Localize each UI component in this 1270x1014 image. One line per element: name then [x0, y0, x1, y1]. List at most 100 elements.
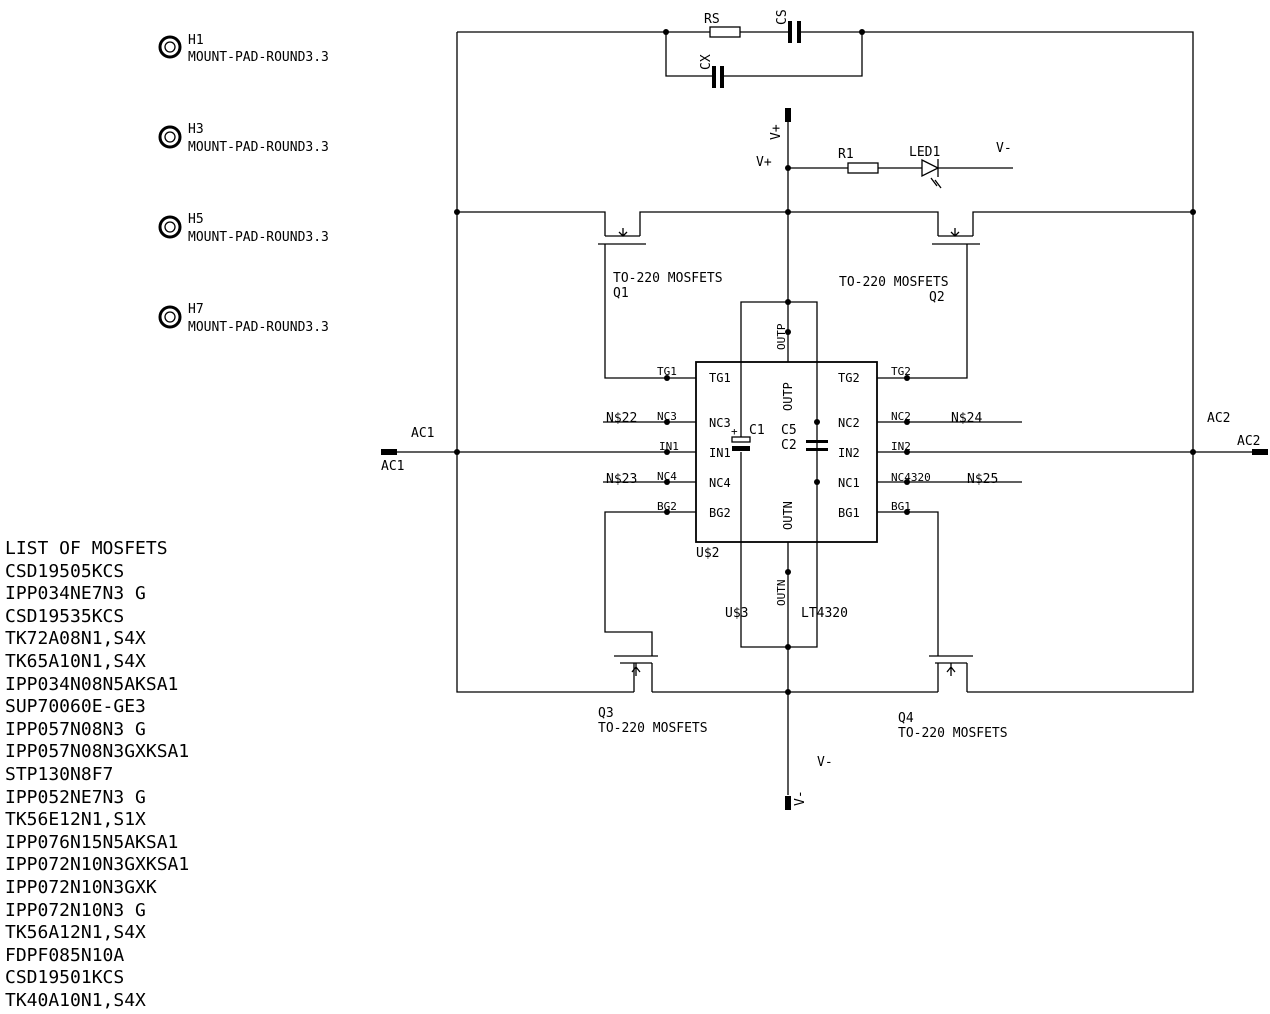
capacitor-cs-plate-b	[797, 21, 801, 43]
junction	[663, 29, 669, 35]
junction	[785, 329, 791, 335]
junction	[785, 644, 791, 650]
vminus-pin-label: V-	[793, 790, 808, 806]
mosfet-q1[interactable]: TO-220 MOSFETS Q1	[598, 228, 723, 379]
mosfet-list-item: FDPF085N10A	[5, 944, 125, 966]
net-label-ac1: AC1	[411, 426, 434, 441]
power-vminus[interactable]: V- V-	[785, 755, 833, 810]
junction	[904, 419, 910, 425]
junction	[785, 209, 791, 215]
mosfet-list-item: TK72A08N1,S4X	[5, 628, 146, 650]
mount-pad-h5-ref: H5	[188, 212, 204, 227]
mosfet-list-item: IPP072N10N3 G	[5, 899, 146, 921]
ic-pin-outn: OUTN	[781, 501, 795, 530]
vminus-pin-pad	[785, 796, 791, 810]
ic-outer-tg2: TG2	[891, 365, 911, 378]
snubber-network: RS CS CX	[663, 9, 865, 88]
q3-name: Q3	[598, 706, 614, 721]
ic-pin-in1: IN1	[709, 446, 731, 460]
mount-pad-h3-hole	[164, 131, 176, 143]
ic-outer-in1: IN1	[659, 440, 679, 453]
q4-gate-wire	[877, 511, 939, 656]
mount-pad-h3[interactable]: H3 MOUNT-PAD-ROUND3.3	[158, 122, 329, 155]
mount-pad-h5-ring	[158, 215, 182, 239]
connector-ac1-pad	[381, 449, 397, 455]
ic-outer-nc4: NC4	[657, 470, 677, 483]
mount-pad-h1-value: MOUNT-PAD-ROUND3.3	[188, 50, 329, 65]
q4-leads	[937, 663, 968, 692]
q3-value: TO-220 MOSFETS	[598, 721, 708, 736]
mosfet-list-item: TK40A10N1,S4X	[5, 989, 146, 1011]
vplus-pin-label: V+	[769, 124, 784, 140]
connector-ac2[interactable]: AC2	[1237, 434, 1268, 455]
mosfet-q3[interactable]: Q3 TO-220 MOSFETS	[598, 511, 708, 736]
mount-pad-h7[interactable]: H7 MOUNT-PAD-ROUND3.3	[158, 302, 329, 335]
wire-q2-drain	[972, 211, 1193, 236]
capacitor-c1-minus-plate[interactable]	[732, 446, 750, 451]
capacitor-c1-plus-sign: +	[731, 425, 738, 438]
mount-pad-h7-hole	[164, 311, 176, 323]
junction	[664, 375, 670, 381]
led1-triangle[interactable]	[921, 158, 940, 178]
resistor-rs[interactable]	[709, 26, 741, 38]
q1-name: Q1	[613, 286, 629, 301]
mosfet-list-item: CSD19535KCS	[5, 605, 125, 627]
resistor-r1[interactable]	[847, 162, 879, 174]
ic-pin-nc4: NC4	[709, 476, 731, 490]
ic-pin-nc1: NC1	[838, 476, 860, 490]
ic-pin-bg2: BG2	[709, 506, 731, 520]
mount-pad-h5-value: MOUNT-PAD-ROUND3.3	[188, 230, 329, 245]
ic-outer-nc3: NC3	[657, 410, 677, 423]
capacitor-c2-plate-a[interactable]	[806, 440, 828, 443]
ic-pin-tg2: TG2	[838, 371, 860, 385]
mosfet-list-item: TK65A10N1,S4X	[5, 650, 146, 672]
mosfet-list: LIST OF MOSFETS CSD19505KCS IPP034NE7N3 …	[5, 538, 189, 1012]
ic-pin-in2: IN2	[838, 446, 860, 460]
capacitor-cx-plate-b	[720, 66, 724, 88]
capacitor-c2-label: C2	[781, 438, 797, 453]
mosfet-list-item: CSD19505KCS	[5, 560, 125, 582]
mount-pad-h3-ring	[158, 125, 182, 149]
u3-name: U$3	[725, 606, 748, 621]
u3-value: LT4320	[801, 606, 848, 621]
junction	[814, 419, 820, 425]
ic-pin-nc3: NC3	[709, 416, 731, 430]
mosfet-q2[interactable]: TO-220 MOSFETS Q2	[839, 228, 980, 379]
capacitor-c1-plus-plate[interactable]	[731, 436, 751, 443]
net-label-n25: N$25	[967, 472, 998, 487]
junction	[664, 509, 670, 515]
mosfet-q4[interactable]: Q4 TO-220 MOSFETS	[877, 511, 1008, 741]
power-vplus[interactable]: V+ V+	[756, 108, 791, 170]
net-stubs: N$22 N$23 N$24 N$25 AC1 AC2	[411, 411, 1230, 487]
output-region: + C1 C5 C2 U$3 LT4320	[725, 301, 848, 648]
ic-u2-name: U$2	[696, 546, 719, 561]
capacitor-cx-plate-a	[712, 66, 716, 88]
net-label-n22: N$22	[606, 411, 637, 426]
mosfet-list-item: IPP034N08N5AKSA1	[5, 673, 179, 695]
junctions	[454, 165, 1196, 695]
ic-u2[interactable]: U$2 TG1 NC3 IN1 NC4 BG2 TG2 NC2 IN2 NC1 …	[657, 323, 931, 606]
wire-u3-frame	[740, 301, 818, 648]
junction	[785, 569, 791, 575]
capacitor-cx-label: CX	[699, 54, 714, 70]
junction	[664, 479, 670, 485]
mosfet-list-item: IPP057N08N3 G	[5, 718, 146, 740]
capacitor-c2-plate-b[interactable]	[806, 448, 828, 451]
junction	[904, 449, 910, 455]
junction	[785, 165, 791, 171]
vminus-net-label: V-	[817, 755, 833, 770]
mosfet-list-item: IPP076N15N5AKSA1	[5, 831, 179, 853]
junction	[454, 449, 460, 455]
net-label-n24: N$24	[951, 411, 982, 426]
junction	[904, 375, 910, 381]
junction	[904, 509, 910, 515]
capacitor-c1-label: C1	[749, 423, 765, 438]
connector-ac1[interactable]: AC1	[381, 449, 404, 474]
mount-pad-h3-value: MOUNT-PAD-ROUND3.3	[188, 140, 329, 155]
q2-name: Q2	[929, 290, 945, 305]
mount-pad-h5[interactable]: H5 MOUNT-PAD-ROUND3.3	[158, 212, 329, 245]
mount-pad-h1[interactable]: H1 MOUNT-PAD-ROUND3.3	[158, 33, 329, 65]
q4-name: Q4	[898, 711, 914, 726]
junction	[1190, 209, 1196, 215]
ic-u2-body	[695, 361, 878, 543]
